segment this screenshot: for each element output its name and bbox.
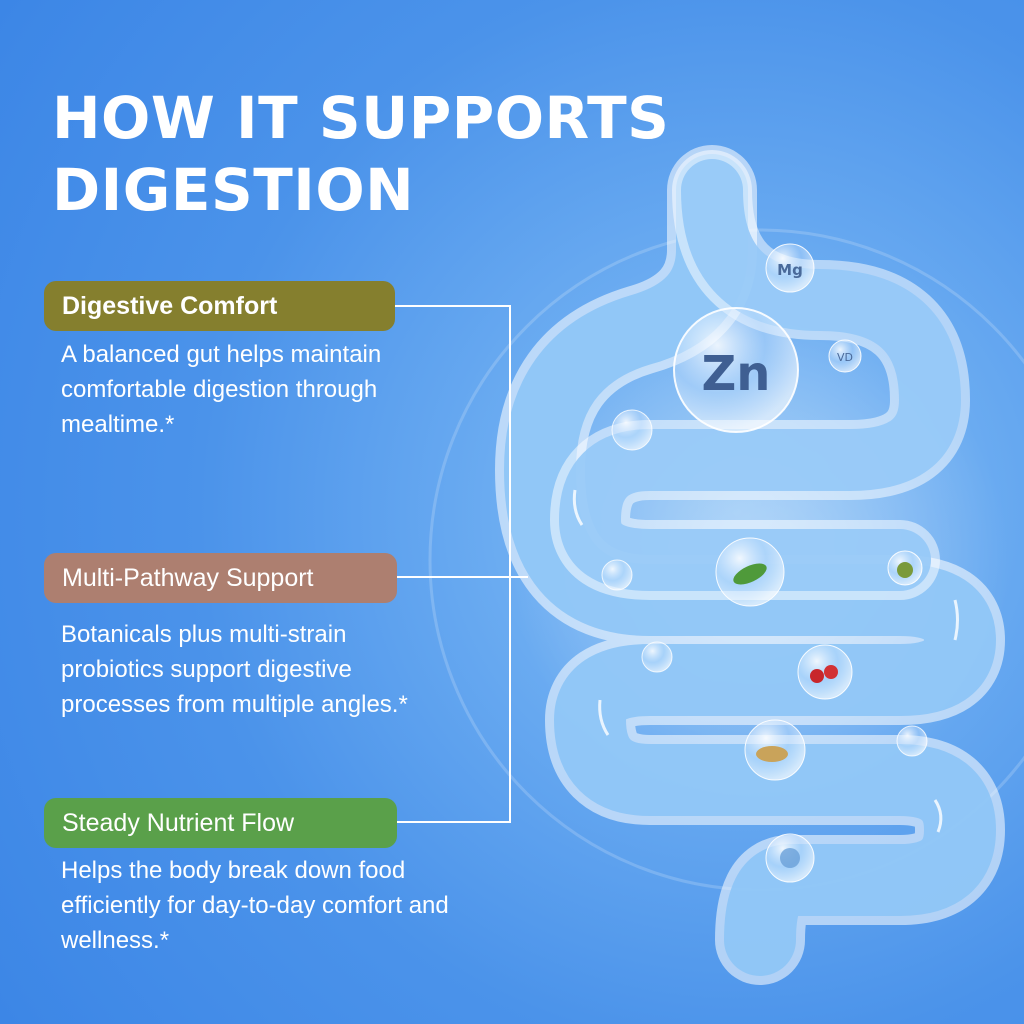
ginger-icon [744,719,806,781]
zinc-bubble: Zn [673,307,799,433]
steady-nutrient-flow-description: Helps the body break down food efficient… [61,857,449,954]
bacteria-icon [765,833,815,883]
digestive-comfort-description: A balanced gut helps maintain comfortabl… [61,341,382,438]
digestive-comfort-label: Digestive Comfort [44,281,395,331]
svg-text:Mg: Mg [777,261,803,279]
page-title: HOW IT SUPPORTS DIGESTION [52,82,669,226]
multi-pathway-support-description: Botanicals plus multi-strain probiotics … [61,621,408,718]
herb-icon [715,537,785,607]
svg-text:Zn: Zn [702,346,771,402]
vitamin-d-bubble: VD [828,339,862,373]
svg-text:VD: VD [837,351,853,364]
fruit-icon [887,550,923,586]
steady-nutrient-flow-label: Steady Nutrient Flow [44,798,397,848]
title-line-1: HOW IT SUPPORTS [52,84,670,152]
multi-pathway-support-label: Multi-Pathway Support [44,553,397,603]
berry-icon [797,644,853,700]
title-line-2: DIGESTION [52,156,415,224]
magnesium-bubble: Mg [765,243,815,293]
